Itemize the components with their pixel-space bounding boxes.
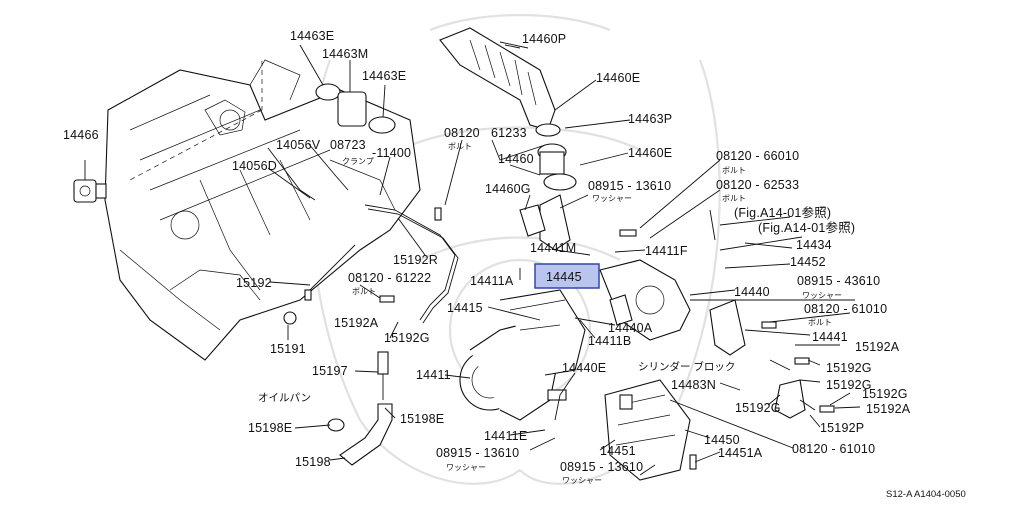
label-08915-13610-b[interactable]: 08915 - 13610 [436, 446, 519, 460]
label-15191[interactable]: 15191 [270, 342, 306, 356]
label-15192G-a[interactable]: 15192G [384, 331, 430, 345]
label-14440E[interactable]: 14440E [562, 361, 606, 375]
label-15192G-e[interactable]: 15192G [735, 401, 781, 415]
label-14056D[interactable]: 14056D [232, 159, 277, 173]
oil-return-pipe [327, 351, 393, 466]
label-fig-a14-01-2[interactable]: (Fig.A14-01参照) [758, 220, 855, 235]
part-14441-bracket [709, 299, 816, 419]
label-14440A[interactable]: 14440A [608, 321, 653, 335]
part-14440-outlet [599, 259, 691, 341]
note-bolt-4: ボルト [352, 287, 376, 296]
note-washer-2: ワッシャー [802, 291, 842, 300]
note-cylinder-block: シリンダー ブロック [638, 360, 735, 373]
oil-feed-line [309, 204, 716, 324]
turbocharger-assembly [459, 289, 586, 421]
note-clamp: クランプ [342, 157, 374, 166]
label-08915-43610[interactable]: 08915 - 43610 [797, 274, 880, 288]
note-bolt-3: ボルト [722, 194, 746, 203]
label-15192A-a[interactable]: 15192A [334, 316, 379, 330]
label-14460E-b[interactable]: 14460E [628, 146, 672, 160]
label-14440[interactable]: 14440 [734, 285, 770, 299]
label-14056V[interactable]: 14056V [276, 138, 321, 152]
hose-clamp-group [299, 44, 396, 134]
label-14411F[interactable]: 14411F [645, 244, 688, 258]
watermark-emblem [309, 13, 721, 485]
label-15197[interactable]: 15197 [312, 364, 348, 378]
part-labels: 14463E 14463M 14463E 14460P 14460E 14463… [63, 29, 911, 474]
label-14452[interactable]: 14452 [790, 255, 826, 269]
bolt-fasteners [283, 207, 835, 470]
label-14460E-a[interactable]: 14460E [596, 71, 640, 85]
label-08120-a[interactable]: 08120 [444, 126, 480, 140]
note-bolt-2: ボルト [722, 166, 746, 175]
label-08120-61010-a[interactable]: 08120 - 61010 [804, 302, 887, 316]
footer-drawing-code: S12-A A1404-0050 [886, 489, 966, 500]
part-14460P-duct [439, 27, 561, 137]
note-washer-3: ワッシャー [446, 463, 486, 472]
part-14450-insulator [604, 379, 691, 481]
label-15192A-b[interactable]: 15192A [855, 340, 900, 354]
japanese-notes: クランプ ボルト ワッシャー ボルト ボルト ワッシャー ボルト ボルト オイル… [258, 142, 842, 485]
label-14483N[interactable]: 14483N [671, 378, 716, 392]
label-15192G-b[interactable]: 15192G [826, 361, 872, 375]
label-08915-13610-c[interactable]: 08915 - 13610 [560, 460, 643, 474]
label-14445-highlighted[interactable]: 14445 [546, 270, 582, 284]
label-14460G[interactable]: 14460G [485, 182, 531, 196]
note-bolt-1: ボルト [448, 142, 472, 151]
note-washer-1: ワッシャー [592, 194, 632, 203]
label-08120-61010-b[interactable]: 08120 - 61010 [792, 442, 875, 456]
label-14411E[interactable]: 14411E [484, 429, 527, 443]
label-61233[interactable]: 61233 [491, 126, 527, 140]
note-oil-pan: オイルパン [258, 392, 311, 404]
label-08723[interactable]: 08723 [330, 138, 366, 152]
label-14450[interactable]: 14450 [704, 433, 740, 447]
label-14434[interactable]: 14434 [796, 238, 832, 252]
label-11400[interactable]: -11400 [372, 146, 411, 160]
label-14451[interactable]: 14451 [600, 444, 636, 458]
label-15198E-a[interactable]: 15198E [248, 421, 292, 435]
label-15192-a[interactable]: 15192 [236, 276, 272, 290]
label-15192A-c[interactable]: 15192A [866, 402, 911, 416]
engine-block-illustration [104, 59, 421, 361]
label-15192P[interactable]: 15192P [820, 421, 864, 435]
label-14441M[interactable]: 14441M [530, 241, 576, 255]
label-14451A[interactable]: 14451A [718, 446, 763, 460]
leader-lines [267, 44, 861, 476]
label-14463M[interactable]: 14463M [322, 47, 368, 61]
label-14463E-b[interactable]: 14463E [362, 69, 406, 83]
label-08915-13610-a[interactable]: 08915 - 13610 [588, 179, 671, 193]
label-15198[interactable]: 15198 [295, 455, 331, 469]
label-14441[interactable]: 14441 [812, 330, 848, 344]
label-14411A[interactable]: 14411A [470, 274, 514, 288]
label-14460[interactable]: 14460 [498, 152, 534, 166]
label-14466[interactable]: 14466 [63, 128, 99, 142]
label-08120-61222[interactable]: 08120 - 61222 [348, 271, 431, 285]
label-14460P[interactable]: 14460P [522, 32, 566, 46]
note-washer-4: ワッシャー [562, 476, 602, 485]
highlight-box-14445[interactable] [534, 263, 600, 289]
label-15192G-c[interactable]: 15192G [826, 378, 872, 392]
label-15198E-b[interactable]: 15198E [400, 412, 444, 426]
part-14466-sensor [73, 160, 107, 203]
label-14411B[interactable]: 14411B [588, 334, 631, 348]
label-fig-a14-01-1[interactable]: (Fig.A14-01参照) [734, 205, 831, 220]
label-15192G-d[interactable]: 15192G [862, 387, 908, 401]
label-15192R[interactable]: 15192R [393, 253, 438, 267]
label-14411[interactable]: 14411 [416, 368, 451, 382]
part-14460-pipe [519, 143, 577, 251]
label-14463E-a[interactable]: 14463E [290, 29, 334, 43]
note-bolt-5: ボルト [808, 318, 832, 327]
label-14463P[interactable]: 14463P [628, 112, 672, 126]
label-08120-66010[interactable]: 08120 - 66010 [716, 149, 799, 163]
label-14415[interactable]: 14415 [447, 301, 483, 315]
label-08120-62533[interactable]: 08120 - 62533 [716, 178, 799, 192]
